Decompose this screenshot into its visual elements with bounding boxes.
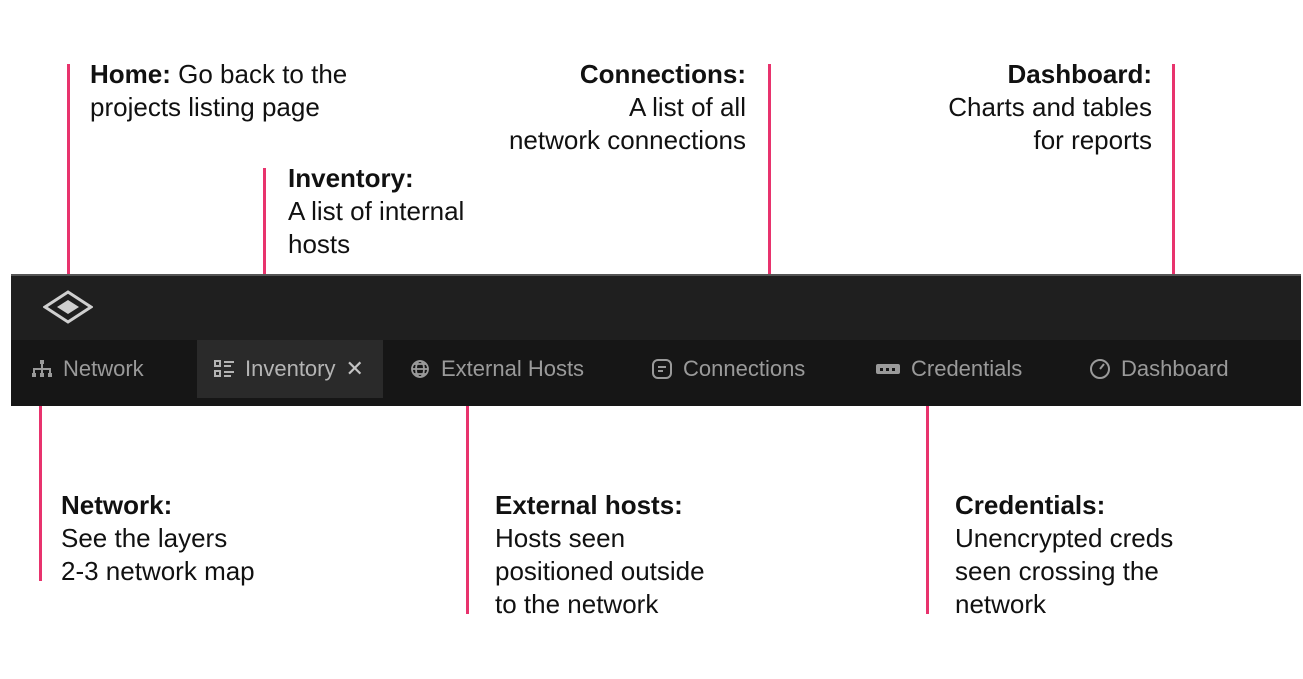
tab-network[interactable]: Network (27, 340, 148, 398)
gauge-icon (1089, 358, 1111, 380)
dashboard-annotation-title: Dashboard: (1007, 59, 1152, 89)
inventory-annotation-title: Inventory: (288, 163, 414, 193)
tab-bar: Network Inventory ✕ (11, 340, 1301, 406)
tab-external-hosts-label: External Hosts (441, 356, 585, 381)
connections-icon (651, 358, 673, 380)
tab-credentials-label: Credentials (911, 356, 1023, 381)
tab-inventory-label: Inventory (245, 356, 336, 381)
inventory-annotation-desc: A list of internal hosts (288, 196, 465, 259)
tab-inventory[interactable]: Inventory ✕ (197, 340, 383, 398)
inventory-callout-line (263, 168, 266, 355)
tab-dashboard-label: Dashboard (1121, 356, 1229, 381)
network-annotation: Network: See the layers 2-3 network map (61, 489, 361, 588)
dashboard-annotation: Dashboard: Charts and tables for reports (880, 58, 1152, 157)
home-annotation-title: Home: (90, 59, 171, 89)
home-callout-line (67, 64, 70, 292)
network-annotation-desc: See the layers 2-3 network map (61, 523, 255, 586)
connections-annotation-title: Connections: (579, 59, 746, 89)
tab-dashboard[interactable]: Dashboard (1089, 340, 1229, 398)
inventory-icon (213, 358, 235, 380)
tab-external-hosts[interactable]: External Hosts (409, 340, 584, 398)
connections-annotation-desc: A list of all network connections (508, 92, 746, 155)
home-annotation-desc: Go back to the projects listing page (90, 59, 348, 122)
connections-callout-line (768, 64, 771, 355)
external-hosts-annotation: External hosts: Hosts seen positioned ou… (495, 489, 795, 621)
home-annotation: Home: Go back to the projects listing pa… (90, 58, 410, 124)
tab-network-label: Network (63, 356, 144, 381)
credentials-annotation-desc: Unencrypted creds seen crossing the netw… (955, 523, 1174, 619)
tab-connections-label: Connections (683, 356, 806, 381)
network-icon (31, 358, 53, 380)
connections-annotation: Connections: A list of all network conne… (440, 58, 746, 157)
home-logo-icon[interactable] (42, 290, 94, 324)
network-callout-line (39, 397, 42, 581)
inventory-annotation: Inventory: A list of internal hosts (288, 162, 548, 261)
credentials-callout-line (926, 397, 929, 614)
dashboard-callout-line (1172, 64, 1175, 355)
network-annotation-title: Network: (61, 490, 173, 520)
external-hosts-annotation-desc: Hosts seen positioned outside to the net… (495, 523, 705, 619)
globe-icon (409, 358, 431, 380)
close-tab-icon[interactable]: ✕ (345, 356, 364, 381)
dashboard-annotation-desc: Charts and tables for reports (948, 92, 1152, 155)
tab-credentials[interactable]: Credentials (875, 340, 1022, 398)
external-hosts-callout-line (466, 397, 469, 614)
tab-connections[interactable]: Connections (651, 340, 805, 398)
credentials-icon (875, 358, 901, 380)
credentials-annotation-title: Credentials: (955, 490, 1106, 520)
external-hosts-annotation-title: External hosts: (495, 490, 683, 520)
credentials-annotation: Credentials: Unencrypted creds seen cros… (955, 489, 1255, 621)
app-header: Network Inventory ✕ (11, 274, 1301, 406)
